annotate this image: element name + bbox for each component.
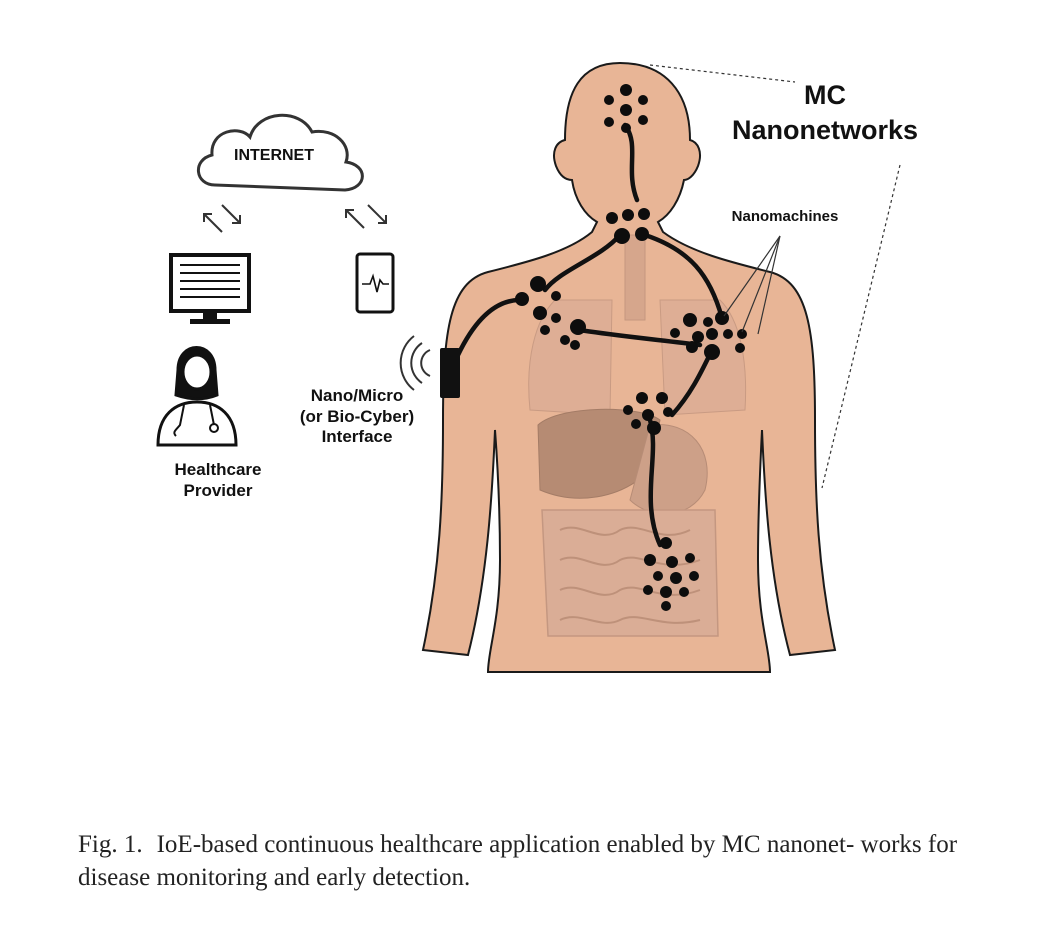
caption-text: IoE-based continuous healthcare applicat… bbox=[78, 831, 958, 891]
interface-device bbox=[440, 348, 460, 398]
provider-label-line1: Healthcare bbox=[174, 460, 262, 479]
internet-cloud-icon bbox=[196, 113, 364, 192]
trachea bbox=[624, 234, 646, 321]
data-arrows bbox=[203, 204, 387, 233]
caption-number: Fig. 1. bbox=[78, 831, 143, 858]
wireless-signal-icon bbox=[399, 335, 431, 391]
mc-pointer-lines bbox=[649, 64, 901, 489]
mc-nanonetworks-label: MC Nanonetworks bbox=[725, 78, 925, 147]
mc-label-line1: MC bbox=[804, 80, 846, 110]
monitor-icon bbox=[169, 253, 251, 324]
nanomachines-label: Nanomachines bbox=[731, 208, 839, 225]
human-body-silhouette bbox=[421, 61, 837, 673]
figure-diagram bbox=[156, 61, 901, 673]
tablet-icon bbox=[355, 252, 395, 314]
interface-label-line1: Nano/Micro bbox=[310, 386, 404, 405]
interface-label: Nano/Micro (or Bio-Cyber) Interface bbox=[282, 386, 432, 448]
mc-label-line2: Nanonetworks bbox=[731, 114, 919, 145]
internet-label: INTERNET bbox=[234, 147, 314, 164]
healthcare-provider-label: Healthcare Provider bbox=[148, 460, 288, 501]
interface-label-line2: (or Bio-Cyber) bbox=[299, 406, 415, 426]
nanomachines bbox=[515, 84, 747, 611]
interface-label-line3: Interface bbox=[321, 427, 393, 447]
healthcare-provider-icon bbox=[156, 346, 238, 447]
figure-caption: Fig. 1.IoE-based continuous healthcare a… bbox=[78, 828, 1028, 894]
provider-label-line2: Provider bbox=[183, 480, 253, 500]
nanomachines-pointer-lines bbox=[723, 235, 781, 335]
intestines bbox=[541, 509, 719, 637]
